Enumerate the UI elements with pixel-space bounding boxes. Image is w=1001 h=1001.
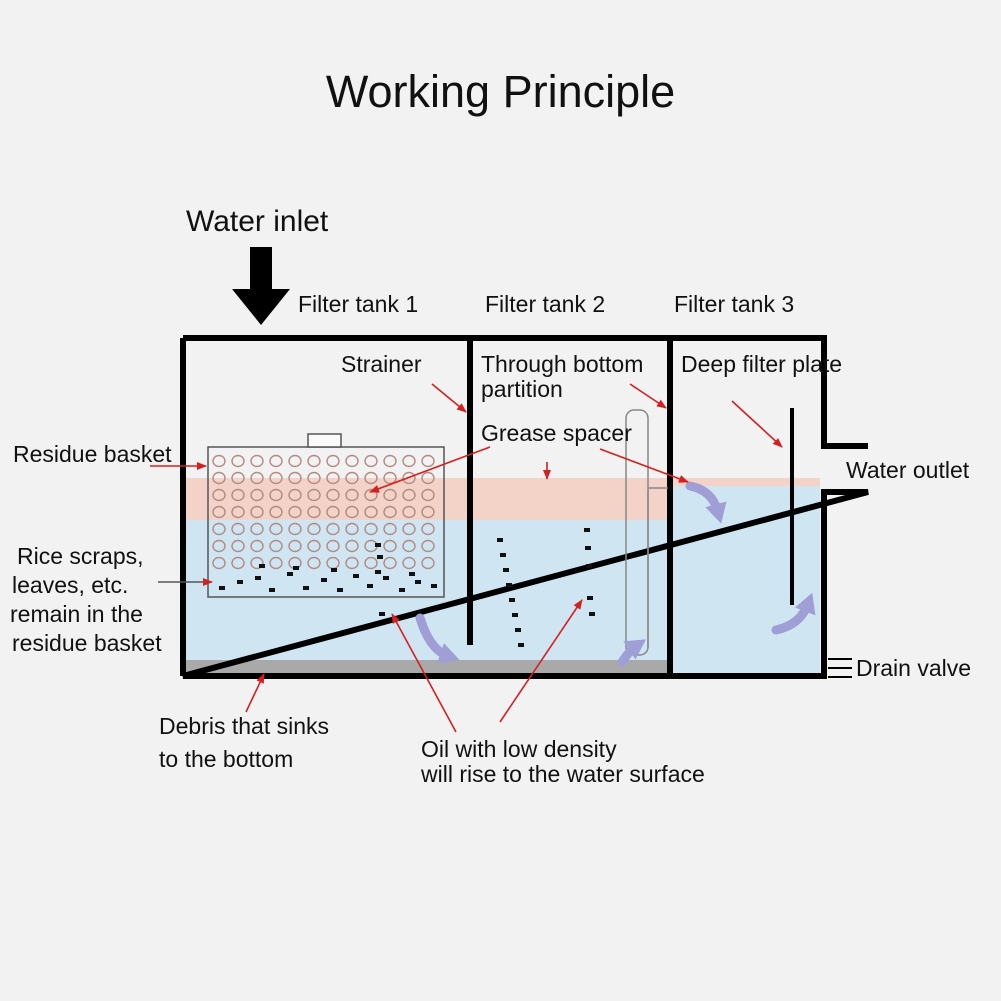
oil-label-2: will rise to the water surface [421,761,705,787]
debris-speck [383,576,389,580]
debris-speck [269,588,275,592]
debris-speck [379,612,385,616]
debris-speck [415,580,421,584]
debris-speck [589,612,595,616]
debris-speck [255,576,261,580]
debris-speck [431,584,437,588]
debris-speck [287,572,293,576]
water-outlet-label: Water outlet [846,457,970,483]
through-bottom-partition-label-2: partition [481,376,563,402]
strainer-label: Strainer [341,351,422,377]
drain-valve-icon [828,658,852,678]
debris-speck [585,546,591,550]
debris-speck [259,564,265,568]
rice-scraps-label-1: Rice scraps, [17,543,144,569]
debris-speck [321,578,327,582]
oil-label-1: Oil with low density [421,736,617,762]
water-body [186,478,820,673]
debris-speck [584,528,590,532]
rice-scraps-label-2: leaves, etc. [12,572,129,598]
pointer-arrows [150,383,783,733]
debris-speck [219,586,225,590]
debris-speck [375,543,381,547]
filter-tank-2-label: Filter tank 2 [485,291,606,317]
filter-tank-3-label: Filter tank 3 [674,291,795,317]
rice-scraps-label-3: remain in the [10,601,143,627]
debris-speck [509,598,515,602]
diagram-title: Working Principle [325,66,676,117]
oil-layer [186,478,670,520]
debris-speck [353,574,359,578]
debris-speck [399,588,405,592]
debris-speck [586,564,592,568]
debris-speck [237,580,243,584]
debris-speck [331,568,337,572]
debris-label-1: Debris that sinks [159,713,330,739]
debris-speck [377,555,383,559]
debris-speck [500,553,506,557]
residue-basket [207,433,445,598]
debris-speck [518,643,524,647]
drain-valve-label: Drain valve [856,655,972,681]
through-bottom-partition-label-1: Through bottom [481,351,644,377]
debris-label-2: to the bottom [159,746,294,772]
debris-speck [506,583,512,587]
debris-speck [512,613,518,617]
debris-speck [375,570,381,574]
rice-scraps-label-4: residue basket [12,630,162,656]
debris-speck [587,596,593,600]
water-inlet-label: Water inlet [186,205,329,238]
debris-speck [497,538,503,542]
debris-speck [293,566,299,570]
debris-speck [515,628,521,632]
flow-arrow-icon [415,481,816,667]
debris-particles [219,528,595,647]
debris-speck [503,568,509,572]
debris-speck [409,572,415,576]
debris-speck [367,584,373,588]
debris-speck [303,586,309,590]
grease-spacer-label: Grease spacer [481,420,632,446]
residue-basket-label: Residue basket [13,441,172,467]
tank-outline [180,335,869,679]
water-inlet-arrow-icon [232,247,290,325]
filter-tank-1-label: Filter tank 1 [298,291,419,317]
sediment-layer [186,660,670,673]
debris-speck [337,588,343,592]
deep-filter-plate-label: Deep filter plate [681,351,843,377]
